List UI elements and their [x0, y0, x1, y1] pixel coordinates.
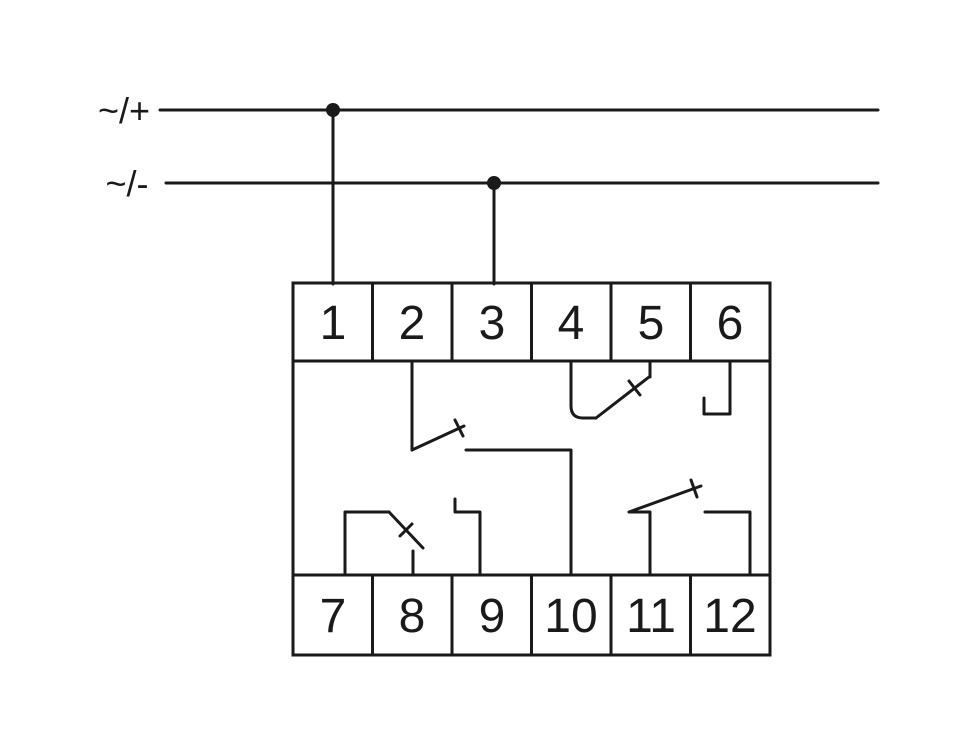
terminal-label-2: 2	[399, 297, 426, 350]
contact4-blade	[627, 484, 703, 514]
terminal-label-7: 7	[320, 590, 347, 643]
contact1-blade	[410, 424, 466, 452]
supply-plus-label: ~/+	[98, 90, 150, 131]
terminal-label-9: 9	[479, 590, 506, 643]
contact2-blade	[594, 375, 651, 420]
terminal-label-11: 11	[626, 590, 676, 643]
contact2-common-wire	[569, 359, 598, 420]
terminal-label-12: 12	[703, 590, 756, 643]
contact4-contact-tick	[689, 478, 699, 499]
contact1-fixed-wire	[464, 448, 573, 577]
contact3-common-wire	[343, 510, 391, 577]
contact2-contact-tick	[627, 379, 642, 397]
contact4-fixed-wire	[703, 510, 752, 577]
terminal-label-3: 3	[479, 297, 506, 350]
contact2-no-wire	[702, 359, 732, 416]
supply-minus-label: ~/-	[105, 163, 148, 204]
terminal-label-1: 1	[320, 297, 347, 350]
terminal-label-5: 5	[638, 297, 665, 350]
terminal-label-10: 10	[544, 590, 597, 643]
terminal-label-6: 6	[717, 297, 744, 350]
contact3-no-wire	[453, 497, 482, 577]
terminal-label-8: 8	[399, 590, 426, 643]
terminal-label-4: 4	[558, 297, 585, 350]
contact4-common-wire	[627, 510, 652, 577]
contact1-contact-tick	[453, 418, 465, 438]
contact3-contact-tick	[398, 522, 414, 538]
